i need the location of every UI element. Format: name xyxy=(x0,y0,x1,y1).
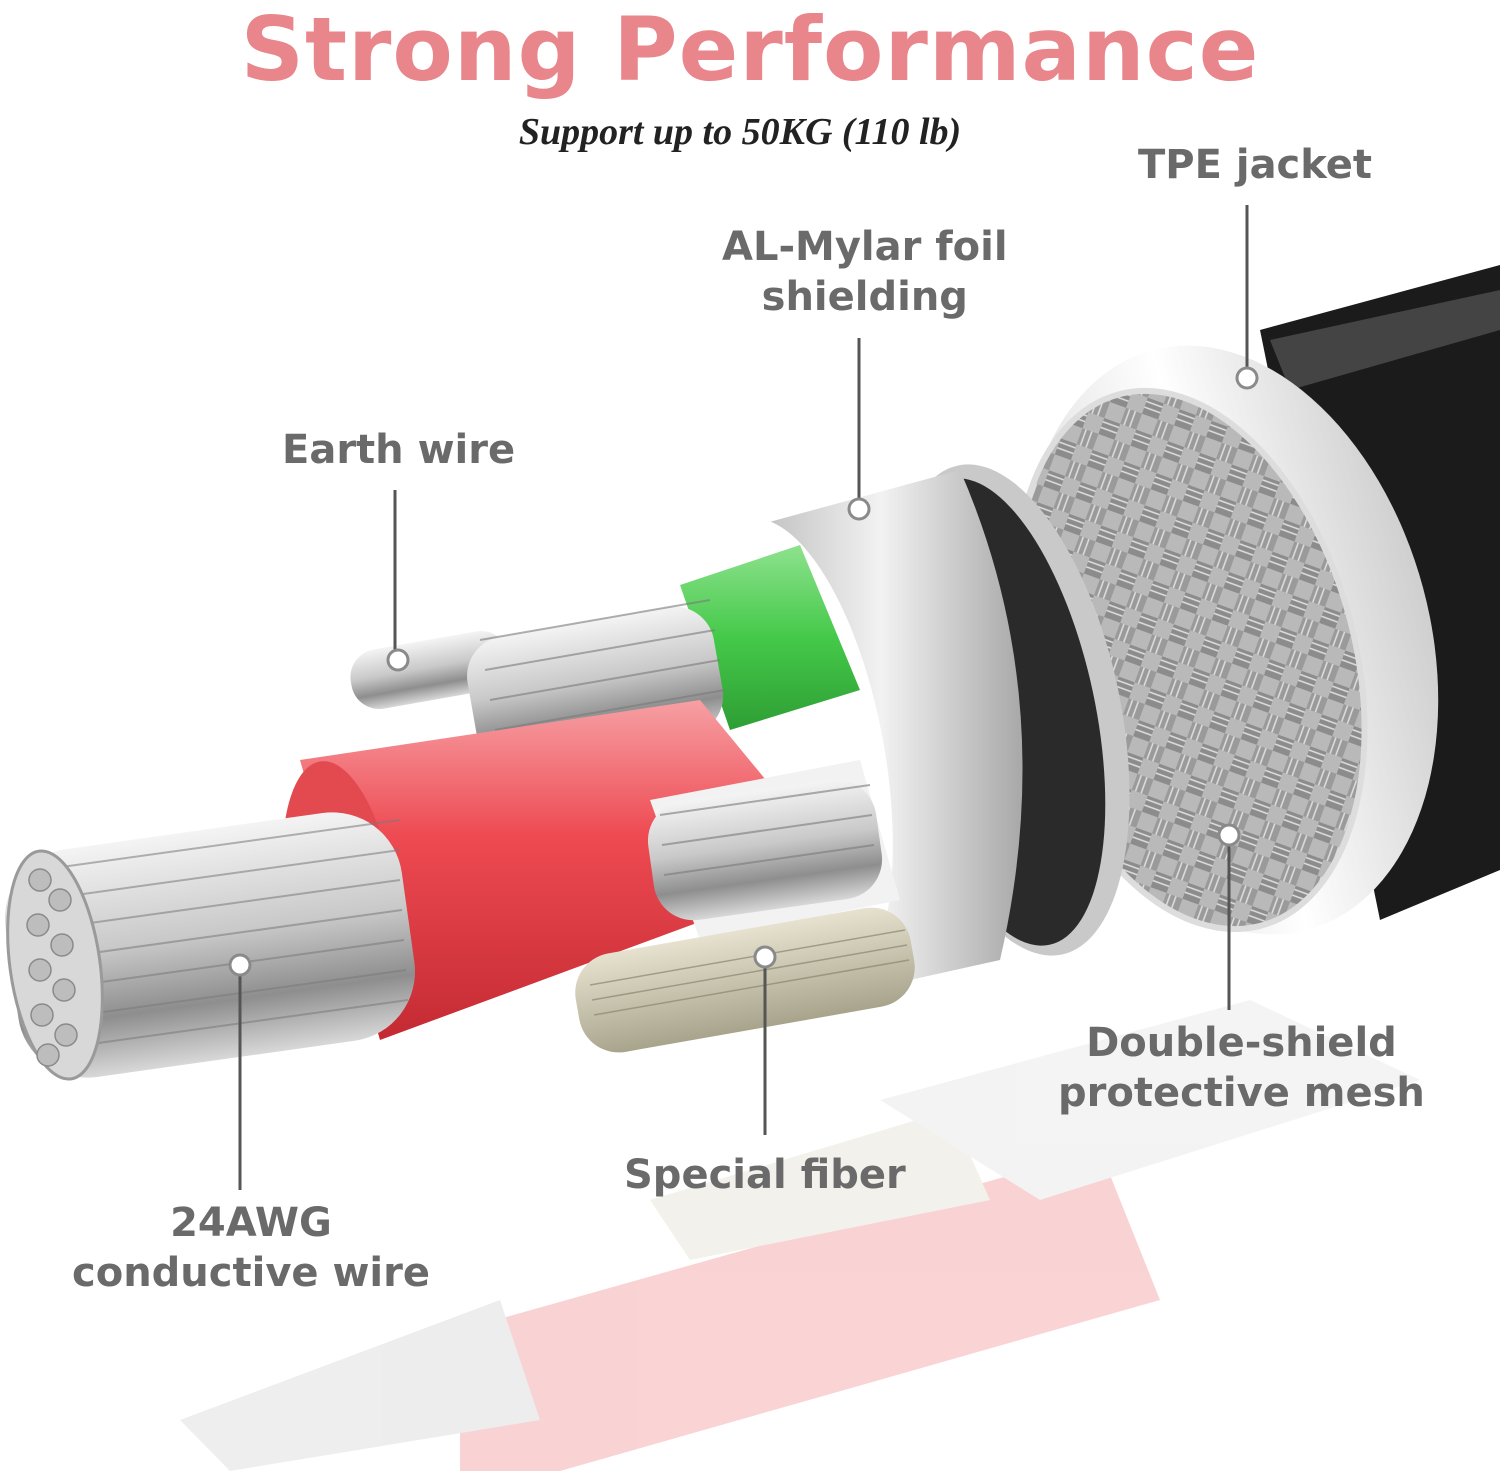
conductor-strands xyxy=(5,812,415,1081)
label-24awg-line1: 24AWG xyxy=(170,1200,332,1246)
label-tpe-jacket: TPE jacket xyxy=(1138,142,1373,188)
green-wire-insulation xyxy=(680,545,860,730)
label-24awg: 24AWG conductive wire xyxy=(72,1198,430,1298)
label-double-shield: Double-shield protective mesh xyxy=(1058,1018,1425,1118)
page-title: Strong Performance xyxy=(240,0,1260,101)
red-wire-insulation xyxy=(300,700,840,1040)
page-subtitle: Support up to 50KG (110 lb) xyxy=(518,111,962,153)
label-double-shield-line2: protective mesh xyxy=(1058,1070,1425,1116)
callout-dots xyxy=(228,366,1259,977)
label-24awg-line2: conductive wire xyxy=(72,1250,430,1296)
label-special-fiber: Special fiber xyxy=(624,1152,906,1198)
callout-lines xyxy=(238,205,1249,1190)
white-wire-strands xyxy=(647,779,883,921)
special-fiber-bundle xyxy=(575,907,915,1053)
label-double-shield-line1: Double-shield xyxy=(1086,1020,1397,1066)
label-al-mylar-line2: shielding xyxy=(761,274,968,320)
label-al-mylar: AL-Mylar foil shielding xyxy=(722,222,1008,322)
cable-reflection xyxy=(180,1000,1420,1471)
label-al-mylar-line1: AL-Mylar foil xyxy=(722,224,1008,270)
label-earth-wire: Earth wire xyxy=(282,427,516,473)
